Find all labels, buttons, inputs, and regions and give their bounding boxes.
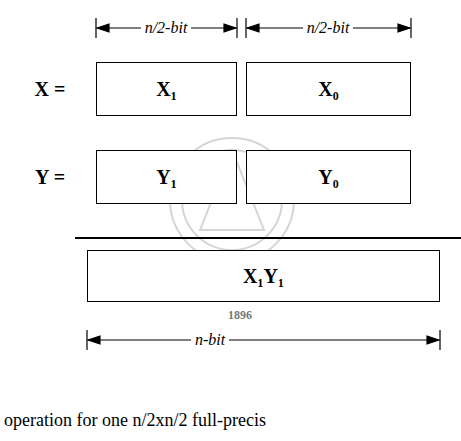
figure-caption: operation for one n/2xn/2 full-precis <box>4 410 266 431</box>
box-text: X₀ <box>318 78 338 101</box>
dimension-arrow <box>96 18 411 38</box>
operand-label: Y = <box>35 166 65 188</box>
product-box: X₁Y₁ <box>87 250 440 302</box>
bit-width-label: n/2-bit <box>141 19 192 37</box>
operand-half-box: Y₁ <box>96 150 237 204</box>
box-text: Y₁ <box>156 166 176 189</box>
product-rule <box>75 237 461 239</box>
box-text: X₁ <box>156 78 176 101</box>
bit-width-label: n-bit <box>191 331 229 349</box>
operand-half-box: Y₀ <box>246 150 411 204</box>
operand-half-box: X₁ <box>96 62 237 116</box>
bit-width-label: n/2-bit <box>303 19 354 37</box>
dimension-arrow <box>87 330 440 350</box>
watermark-text: 1896 <box>228 309 252 322</box>
box-text: X₁Y₁ <box>243 265 284 288</box>
operand-label: X = <box>35 78 66 100</box>
operand-half-box: X₀ <box>246 62 411 116</box>
box-text: Y₀ <box>318 166 338 189</box>
